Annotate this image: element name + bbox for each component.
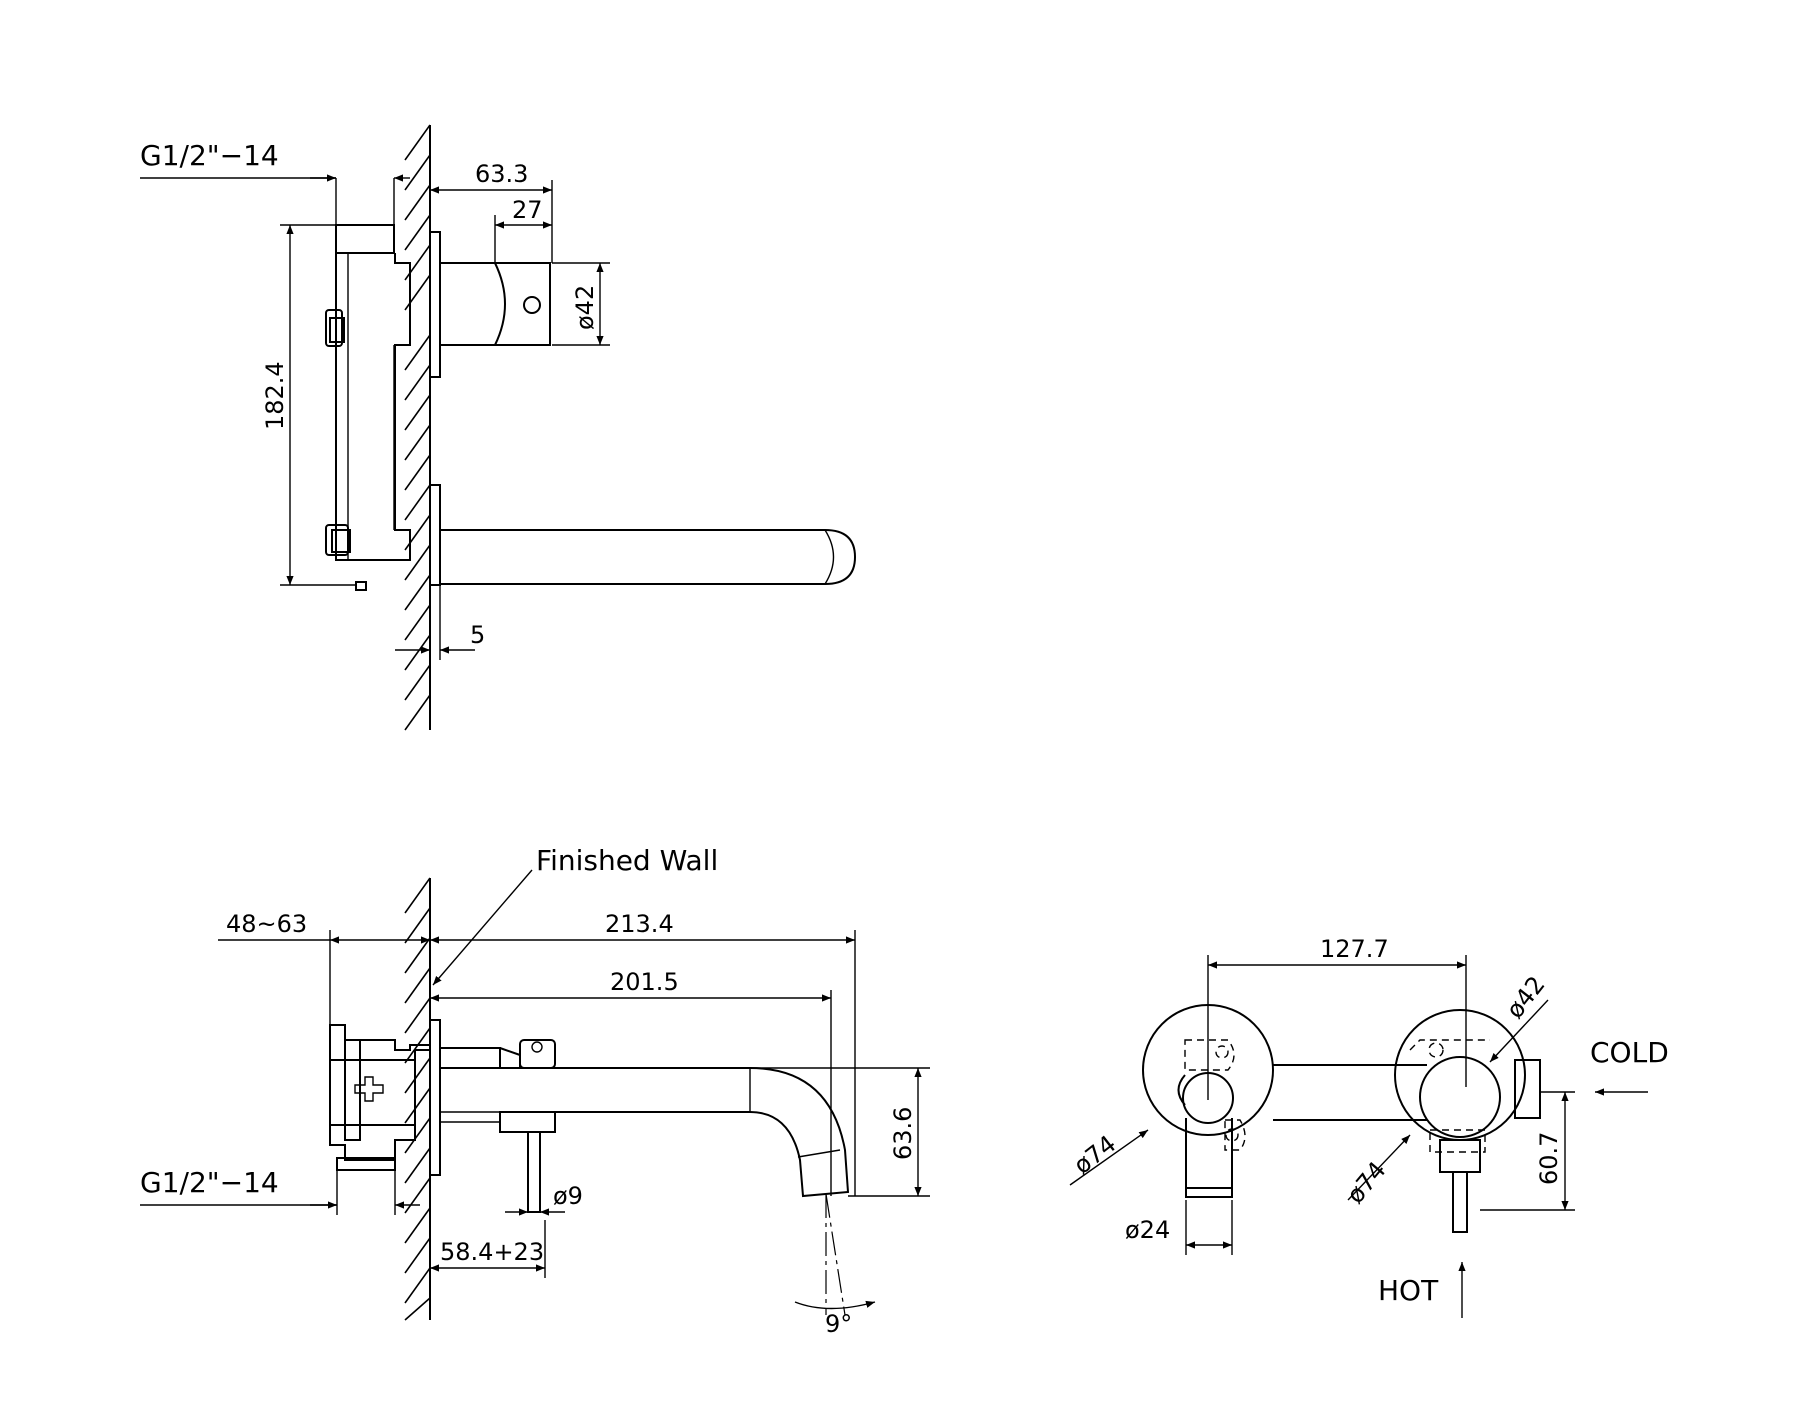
wall-hatching-bottom: [404, 877, 431, 1321]
finished-wall-leader: Finished Wall: [432, 844, 718, 986]
dim-213-4-text: 213.4: [605, 910, 674, 938]
dimension-201-5: 201.5: [430, 968, 832, 1196]
dim-182-4-text: 182.4: [261, 361, 289, 430]
cross-icon: [354, 1076, 384, 1102]
lever-front: [1452, 1171, 1468, 1233]
thread-label-top: G1/2"−14: [140, 139, 279, 172]
dim-phi42-top-text: ø42: [571, 285, 599, 330]
dim-48-63-text: 48~63: [226, 910, 307, 938]
dim-phi24-text: ø24: [1125, 1216, 1170, 1244]
dimension-phi42-top: ø42: [552, 262, 610, 346]
dim-63-3-text: 63.3: [475, 160, 528, 188]
thread-label-bottom: G1/2"−14: [140, 1166, 279, 1199]
handle-rosette: [1394, 1009, 1526, 1141]
dim-phi74-left-text: ø74: [1068, 1130, 1121, 1180]
dimension-9deg: 9°: [794, 1193, 876, 1338]
dim-63-6-text: 63.6: [889, 1107, 917, 1160]
dimension-63-6: 63.6: [750, 1067, 930, 1197]
front-view: 127.7 ø42 COLD ø74 ø74 60.7: [1068, 935, 1669, 1318]
dimension-60-7: 60.7: [1480, 1091, 1575, 1211]
dimension-127-7: 127.7: [1208, 935, 1466, 969]
valve-body-side: [325, 224, 411, 591]
dimension-phi74-right: ø74: [1341, 1134, 1411, 1209]
dim-phi42-front-text: ø42: [1501, 971, 1551, 1024]
dim-60-7-text: 60.7: [1535, 1132, 1563, 1185]
wall-hatching: [404, 124, 431, 731]
dim-phi9-text: ø9: [553, 1182, 583, 1210]
handle-escutcheon-side: [429, 231, 441, 378]
cold-label: COLD: [1590, 1036, 1669, 1069]
dimension-thread-bottom: G1/2"−14: [140, 1166, 420, 1215]
dim-201-5-text: 201.5: [610, 968, 679, 996]
dimension-5: 5: [395, 585, 485, 660]
finished-wall-text: Finished Wall: [536, 844, 718, 877]
dim-127-7-text: 127.7: [1320, 935, 1389, 963]
spout-side: [440, 529, 857, 585]
dim-5-text: 5: [470, 621, 485, 649]
dimension-58-4-23: 58.4+23: [430, 1220, 546, 1278]
dimension-phi9: ø9: [505, 1182, 583, 1216]
dimension-thread-top: G1/2"−14: [140, 139, 410, 225]
dimension-27: 27: [494, 196, 552, 263]
hot-indicator: HOT: [1378, 1262, 1466, 1318]
dimension-63-3: 63.3: [430, 160, 553, 263]
dim-27-text: 27: [512, 196, 543, 224]
dimension-phi74-left: ø74: [1068, 1129, 1149, 1186]
handle-bottom: [439, 1039, 556, 1213]
dim-phi74-right-text: ø74: [1341, 1156, 1392, 1209]
cold-indicator: COLD: [1590, 1036, 1669, 1096]
dim-58-4-23-text: 58.4+23: [440, 1238, 544, 1266]
spout-bottom: [440, 1067, 850, 1198]
dimension-182-4: 182.4: [261, 224, 356, 586]
dim-9deg-text: 9°: [825, 1310, 852, 1338]
handle-side: [439, 262, 551, 346]
side-view-top: G1/2"−14 63.3 27 ø42 182.4: [140, 124, 857, 731]
escutcheon-bottom: [429, 1019, 441, 1176]
spout-escutcheon-side: [429, 484, 441, 586]
valve-body-bottom: [329, 1024, 431, 1171]
dimension-48-63: 48~63: [218, 910, 430, 1025]
hot-label: HOT: [1378, 1274, 1439, 1307]
side-view-bottom: Finished Wall 48~63 213.4 201.5 63.6: [140, 844, 930, 1338]
dimension-phi24: ø24: [1125, 1200, 1233, 1255]
dimension-213-4: 213.4: [430, 910, 856, 1196]
